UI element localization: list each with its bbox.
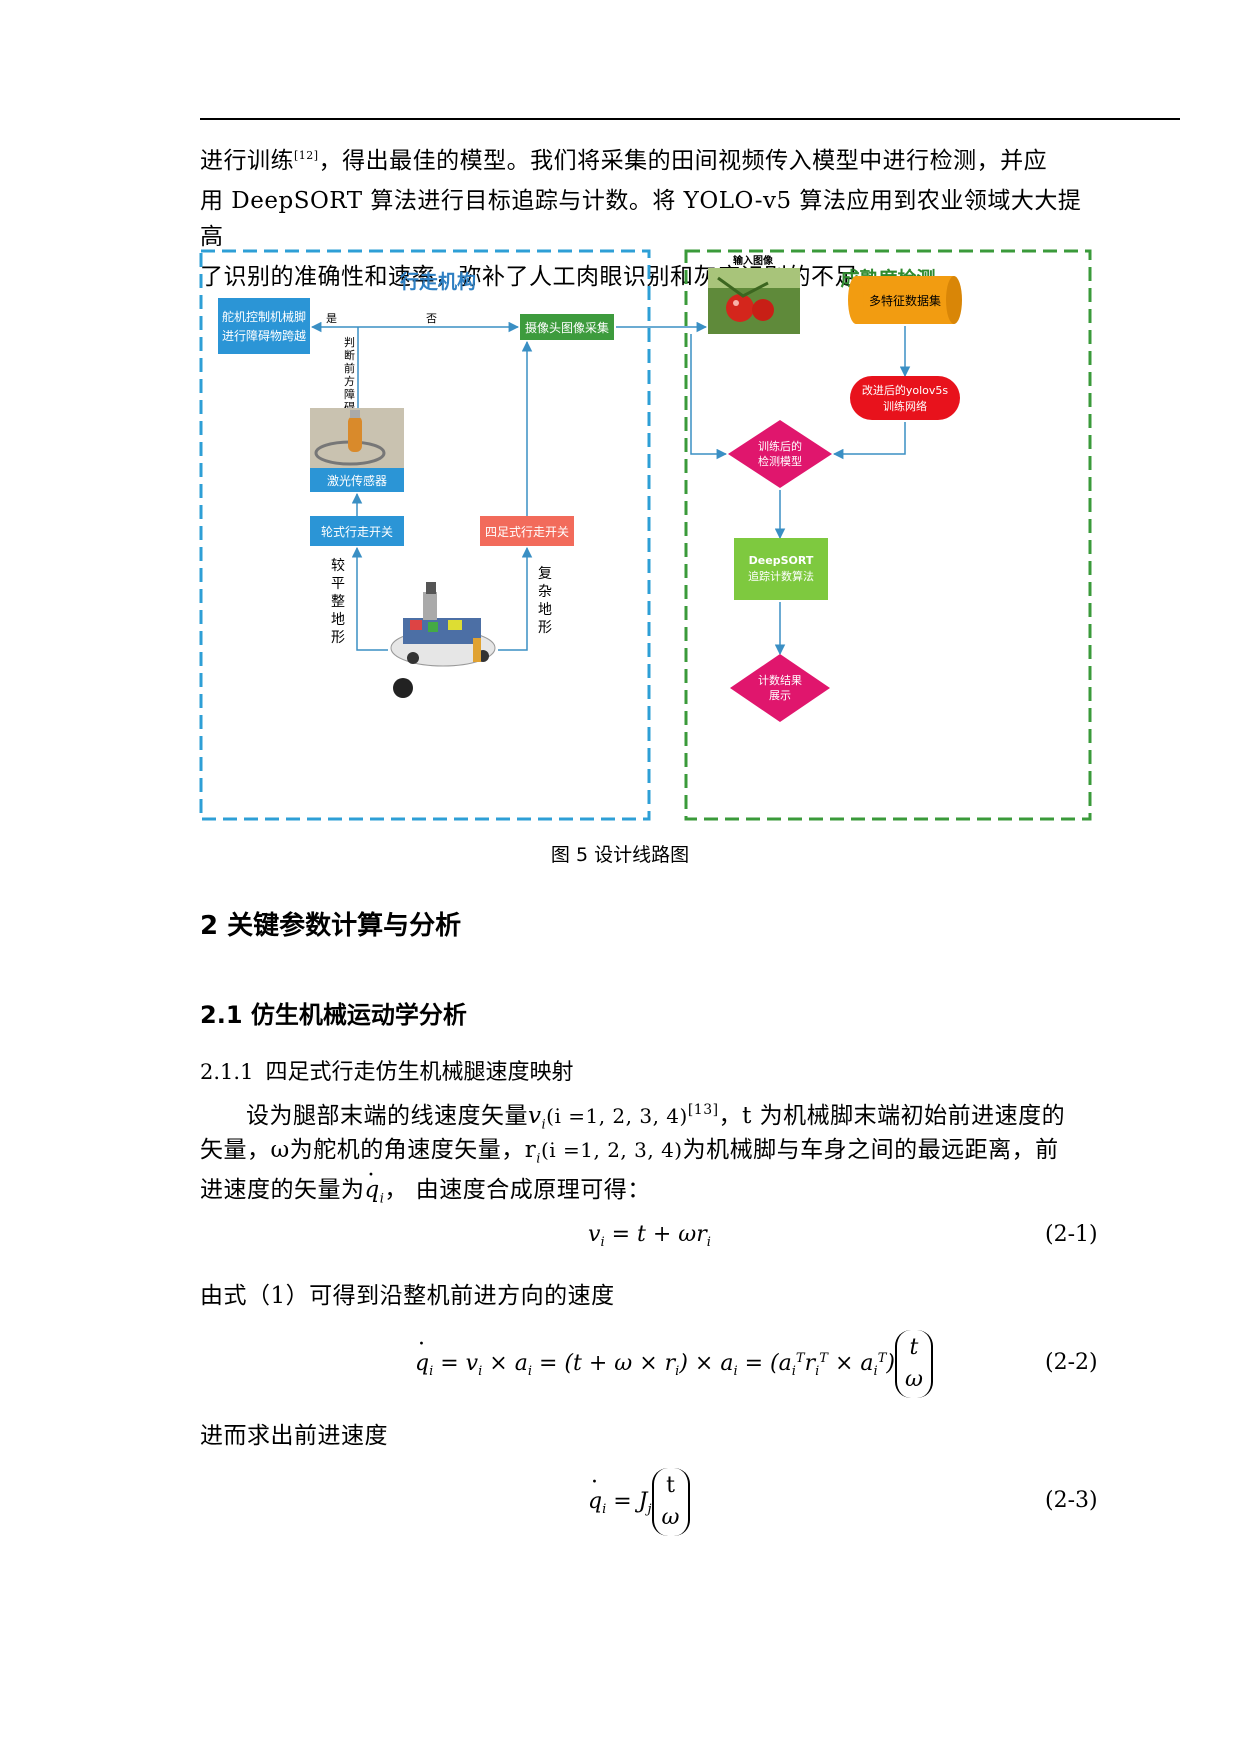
tomato-input-image — [708, 268, 800, 334]
body-line-2: 矢量，ω为舵机的角速度矢量，ri(i =1, 2, 3, 4)为机械脚与车身之间… — [200, 1137, 1059, 1167]
subsection-heading: 2.1 仿生机械运动学分析 — [200, 1001, 467, 1029]
quad-walking-switch-box — [480, 516, 574, 546]
maturity-detection-panel — [684, 249, 1092, 821]
laser-sensor-photo — [310, 408, 404, 468]
equation-2-2: qi = vi × ai = (t + ω × ri) × ai = (aiTr… — [415, 1330, 933, 1398]
body-line-1-a: 设为腿部末端的线速度矢量 — [246, 1103, 528, 1129]
improved-line-2: 训练网络 — [883, 399, 927, 413]
intro-line-1-pre: 进行训练 — [200, 148, 294, 174]
complex-terrain-text: 复 杂 地 形 — [538, 565, 552, 636]
intro-line-1: 进行训练[12]，得出最佳的模型。我们将采集的田间视频传入模型中进行检测，并应 — [200, 138, 1100, 179]
walking-mechanism-panel — [199, 249, 651, 821]
servo-control-box — [218, 298, 310, 354]
trained-line-1: 训练后的 — [758, 439, 802, 453]
design-flow-diagram: 行走机构 成熟度检测 舵机控制机械脚 进行障碍物跨越 摄像头图像采集 是 否 判… — [199, 249, 1092, 821]
svg-text:复: 复 — [538, 565, 552, 582]
servo-box-line-2: 进行障碍物跨越 — [222, 328, 306, 343]
subsubsection-title: 四足式行走仿生机械腿速度映射 — [265, 1060, 574, 1085]
svg-text:断: 断 — [344, 348, 355, 362]
servo-box-line-1: 舵机控制机械脚 — [222, 309, 306, 324]
label-no: 否 — [426, 312, 437, 325]
improved-yolov5s-box — [850, 376, 960, 420]
flat-terrain-text: 较 平 整 地 形 — [331, 558, 345, 646]
svg-text:地: 地 — [331, 612, 345, 628]
math-range-2: (i =1, 2, 3, 4) — [540, 1138, 683, 1162]
svg-text:形: 形 — [538, 620, 552, 636]
input-image-label: 输入图像 — [733, 254, 774, 267]
camera-capture-box — [520, 314, 614, 340]
count-result-diamond — [730, 654, 830, 722]
trained-model-diamond — [728, 420, 832, 488]
intro-paragraph: 进行训练[12]，得出最佳的模型。我们将采集的田间视频传入模型中进行检测，并应 … — [200, 138, 1100, 295]
citation-13: [13] — [687, 1102, 719, 1118]
body-line-3: 进速度的矢量为qi， 由速度合成原理可得： — [200, 1172, 1100, 1218]
svg-text:平: 平 — [331, 576, 345, 592]
header-rule — [200, 118, 1180, 120]
svg-text:杂: 杂 — [538, 584, 552, 600]
svg-text:前: 前 — [344, 361, 355, 375]
svg-text:方: 方 — [344, 374, 355, 388]
math-v-sub: i — [541, 1117, 547, 1133]
svg-text:地: 地 — [538, 602, 552, 618]
intro-line-2: 用 DeepSORT 算法进行目标追踪与计数。将 YOLO-v5 算法应用到农业… — [200, 188, 1082, 250]
body-line-2-a: 矢量，ω为舵机的角速度矢量， — [200, 1137, 525, 1163]
math-range-1: (i =1, 2, 3, 4) — [546, 1104, 688, 1128]
intro-line-1-post: ，得出最佳的模型。我们将采集的田间视频传入模型中进行检测，并应 — [318, 148, 1048, 174]
deepsort-box — [734, 538, 828, 600]
math-q-dot: q — [365, 1177, 380, 1203]
subsubsection-number: 2.1.1 — [200, 1060, 254, 1084]
improved-line-1: 改进后的yolov5s — [862, 383, 949, 397]
figure-caption: 图 5 设计线路图 — [550, 844, 690, 866]
deepsort-line-2: 追踪计数算法 — [748, 569, 814, 583]
camera-box-label: 摄像头图像采集 — [525, 320, 609, 335]
svg-text:整: 整 — [331, 594, 345, 610]
deepsort-line-1: DeepSORT — [749, 554, 814, 567]
wheel-walking-switch-box — [310, 516, 404, 546]
laser-sensor-box — [310, 468, 404, 492]
result-line-1: 计数结果 — [758, 674, 802, 687]
math-r: r — [524, 1137, 537, 1163]
body-line-1: 设为腿部末端的线速度矢量vi(i =1, 2, 3, 4)[13]，t 为机械脚… — [200, 1092, 1100, 1144]
quad-switch-label: 四足式行走开关 — [485, 525, 569, 539]
laser-sensor-label: 激光传感器 — [327, 473, 387, 488]
svg-text:碍: 碍 — [344, 401, 355, 414]
after-equation-2-text: 进而求出前进速度 — [200, 1423, 388, 1449]
body-line-3-a: 进速度的矢量为 — [200, 1177, 365, 1203]
body-line-3-b: ， 由速度合成原理可得： — [384, 1177, 651, 1203]
math-v: v — [528, 1103, 542, 1129]
svg-text:较: 较 — [331, 558, 345, 574]
result-line-2: 展示 — [769, 689, 791, 702]
equation-2-1: vi = t + ωri — [588, 1222, 711, 1250]
body-line-1-b: ，t 为机械脚末端初始前进速度的 — [718, 1103, 1066, 1129]
subsubsection-heading: 2.1.1 四足式行走仿生机械腿速度映射 — [200, 1054, 573, 1086]
wheel-switch-label: 轮式行走开关 — [321, 525, 393, 539]
trained-line-2: 检测模型 — [758, 454, 802, 468]
section-heading: 2 关键参数计算与分析 — [200, 911, 462, 941]
equation-number-2-3: (2-3) — [1045, 1488, 1098, 1513]
equation-number-2-2: (2-2) — [1045, 1350, 1098, 1375]
robot-photo — [390, 582, 496, 698]
dataset-label: 多特征数据集 — [869, 293, 941, 308]
equation-number-2-1: (2-1) — [1045, 1222, 1098, 1247]
label-yes: 是 — [326, 312, 337, 325]
citation-12: [12] — [294, 149, 319, 162]
dataset-cylinder — [848, 276, 962, 324]
after-equation-1-text: 由式（1）可得到沿整机前进方向的速度 — [200, 1283, 615, 1309]
svg-text:形: 形 — [331, 630, 345, 646]
svg-text:障: 障 — [344, 387, 355, 401]
svg-text:判: 判 — [344, 336, 355, 349]
walking-mechanism-title: 行走机构 — [399, 270, 476, 293]
body-line-2-b: 为机械脚与车身之间的最远距离，前 — [682, 1137, 1059, 1163]
